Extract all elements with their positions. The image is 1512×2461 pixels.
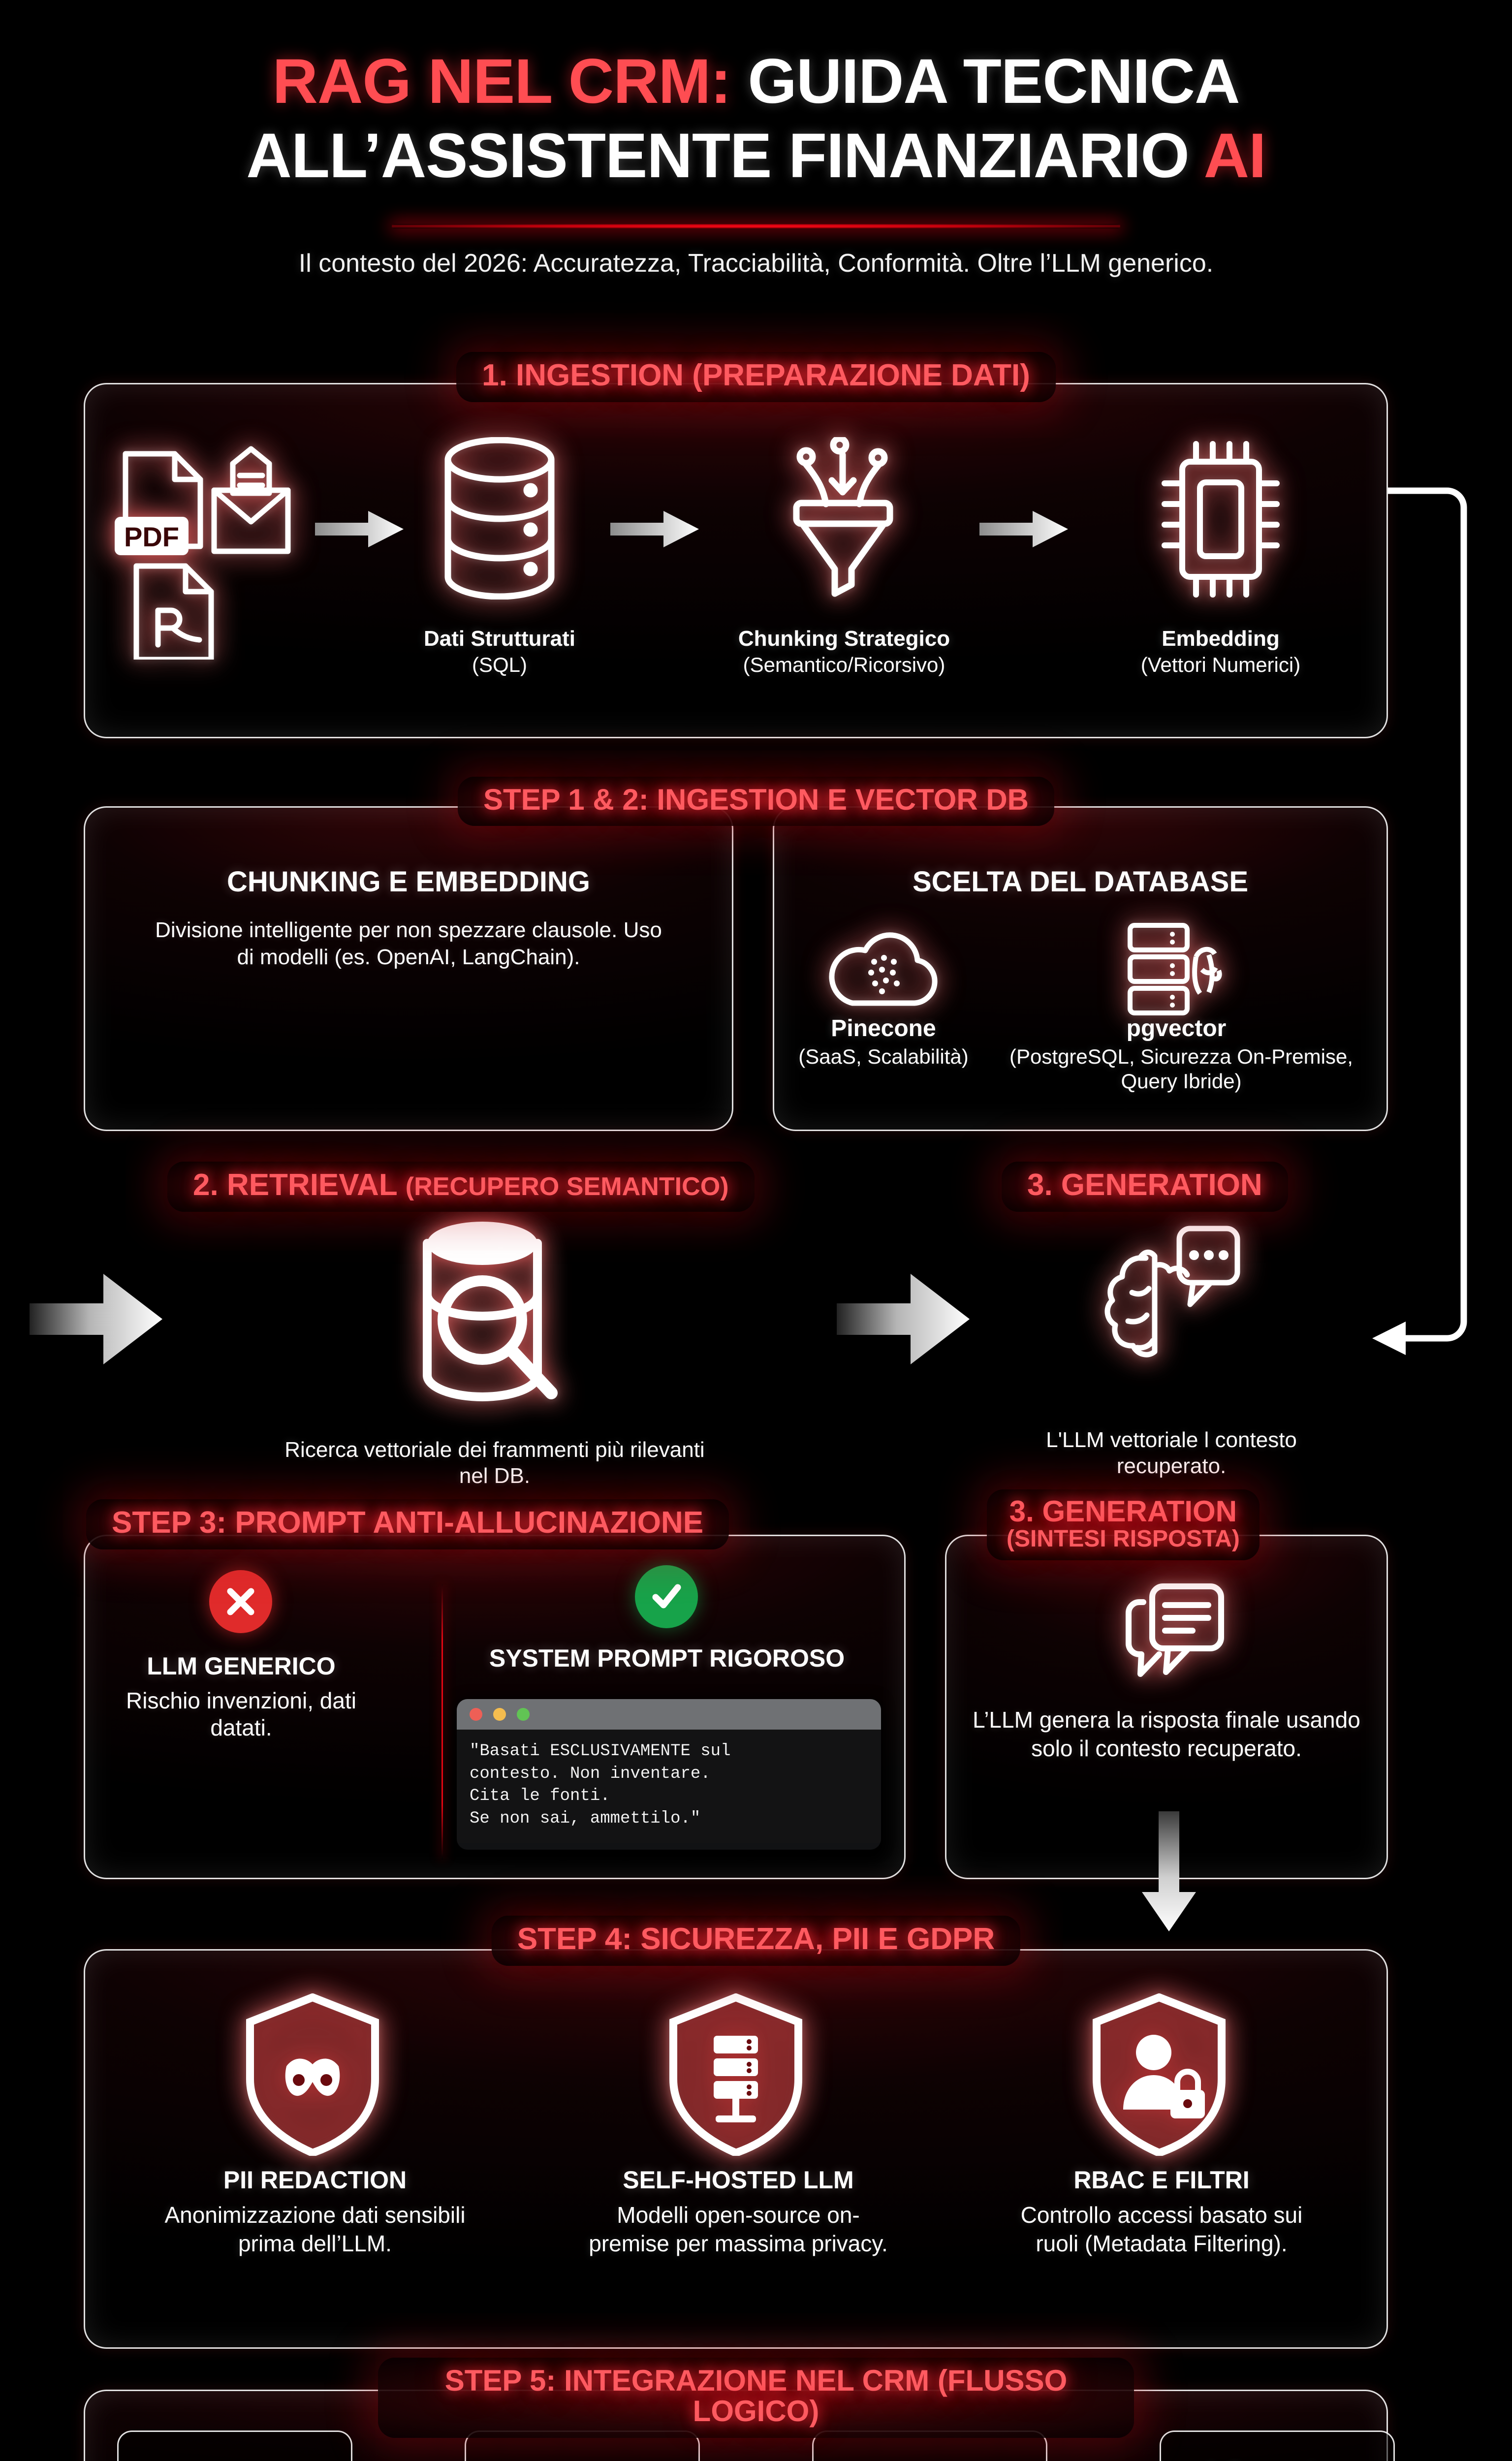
title-red-part-1: RAG NEL CRM: [272,46,731,117]
step4-chip: STEP 4: SICUREZZA, PII E GDPR [491,1916,1021,1966]
step3-chip: STEP 3: PROMPT ANTI-ALLUCINAZIONE [86,1499,729,1550]
ingestion-chip: 1. INGESTION (PREPARAZIONE DATI) [456,352,1056,403]
retrieval-caption: Ricerca vettoriale dei frammenti più ril… [284,1438,705,1488]
database-search-icon [409,1216,576,1422]
terminal-close-dot[interactable] [470,1708,482,1721]
flow-arrow-3 [979,507,1068,551]
ingestion-step-3-sub: (Semantico/Ricorsivo) [743,653,945,676]
pgvector-detail: (PostgreSQL, Sicurezza On-Premise, Query… [1009,1045,1353,1093]
flow-step-4-label: 4. Generazione Risposta (Agente Proattiv… [1168,2459,1386,2461]
retrieval-chip: 2. RETRIEVAL (RECUPERO SEMANTICO) [167,1162,755,1212]
x-circle-icon [209,1570,272,1633]
pgvector-name: pgvector [1126,1015,1227,1041]
page-title: RAG NEL CRM: GUIDA TECNICA ALL’ASSISTENT… [0,44,1512,193]
row-arrow-middle [837,1265,970,1373]
terminal-maximize-dot[interactable] [517,1708,530,1721]
generation-top-chip: 3. GENERATION [1002,1162,1288,1212]
chat-bubbles-icon [1110,1582,1228,1686]
ingestion-step-4-label: Embedding [1162,627,1280,651]
row-arrow-left [30,1265,162,1373]
shield-user-lock-icon [1088,1993,1230,2156]
flow-step-1[interactable]: 1. Verifica Permessi Utente [117,2430,352,2461]
system-prompt-heading: SYSTEM PROMPT RIGOROSO [489,1644,845,1672]
terminal-titlebar [457,1699,881,1730]
check-circle-icon [635,1565,698,1628]
generation-down-arrow [1142,1811,1196,1931]
step5-chip: STEP 5: INTEGRAZIONE NEL CRM (FLUSSO LOG… [378,2358,1134,2438]
generation-panel-body: L’LLM genera la risposta finale usando s… [973,1707,1360,1761]
ingestion-step-2-label: Dati Strutturati [424,627,575,651]
database-icon [438,437,561,599]
self-hosted-llm-title: SELF-HOSTED LLM [623,2166,854,2194]
shield-server-icon [664,1993,807,2156]
pinecone-detail: (SaaS, Scalabilità) [798,1045,969,1068]
generation-panel-chip: 3. GENERATION (SINTESI RISPOSTA) [987,1489,1260,1561]
ingestion-step-4-sub: (Vettori Numerici) [1140,653,1301,676]
step12-right-panel [773,806,1388,1131]
chunking-embedding-heading: CHUNKING E EMBEDDING [227,866,590,898]
terminal-minimize-dot[interactable] [493,1708,506,1721]
flow-arrow-1 [315,507,404,551]
title-white-part-1: GUIDA TECNICA [748,46,1240,117]
retrieval-chip-paren: (RECUPERO SEMANTICO) [405,1172,729,1201]
chip-cpu-icon [1147,438,1294,600]
terminal-text: "Basati ESCLUSIVAMENTE sul contesto. Non… [457,1730,881,1843]
title-white-part-2: ALL’ASSISTENTE FINANZIARIO [246,121,1189,191]
title-divider [392,224,1120,228]
title-red-part-2: AI [1203,121,1266,191]
shield-mask-icon [241,1993,384,2156]
flow-arrow-2 [610,507,699,551]
retrieval-chip-main: 2. RETRIEVAL [193,1168,406,1202]
cloud-pinecone-icon [827,925,940,1014]
system-prompt-terminal: "Basati ESCLUSIVAMENTE sul contesto. Non… [457,1699,881,1850]
svg-text:PDF: PDF [124,521,179,552]
pii-redaction-title: PII REDACTION [223,2166,407,2194]
llm-generico-body: Rischio invenzioni, dati datati. [126,1688,356,1741]
rbac-filtri-title: RBAC E FILTRI [1073,2166,1250,2194]
ingestion-step-2-sub: (SQL) [472,653,527,676]
generation-chip-line2: (SINTESI RISPOSTA) [1007,1526,1240,1552]
rbac-filtri-body: Controllo accessi basato sui ruoli (Meta… [1020,2202,1303,2256]
step3-divider [441,1584,443,1860]
database-choice-heading: SCELTA DEL DATABASE [912,866,1249,898]
documents-pdf-email-icon: PDF [111,443,298,660]
flow-step-4[interactable]: 4. Generazione Risposta (Agente Proattiv… [1160,2430,1395,2461]
feedback-connector-arrow [1372,487,1467,1355]
step12-left-panel [84,806,733,1131]
self-hosted-llm-body: Modelli open-source on-premise per massi… [589,2202,888,2256]
chunking-embedding-body: Divisione intelligente per non spezzare … [155,918,662,970]
pinecone-name: Pinecone [831,1015,936,1041]
page-subtitle: Il contesto del 2026: Accuratezza, Tracc… [298,249,1214,278]
funnel-icon [777,437,910,599]
step12-chip: STEP 1 & 2: INGESTION E VECTOR DB [457,777,1055,826]
ingestion-step-3-label: Chunking Strategico [738,627,950,651]
llm-generico-heading: LLM GENERICO [147,1652,336,1680]
generation-top-caption: L'LLM vettoriale l contesto recuperato. [1046,1428,1297,1478]
server-pgvector-icon [1117,920,1235,1019]
ingestion-panel [84,383,1388,738]
pii-redaction-body: Anonimizzazione dati sensibili prima del… [164,2202,466,2256]
generation-chip-line1: 3. GENERATION [1009,1495,1237,1528]
brain-chat-icon [1088,1211,1250,1408]
